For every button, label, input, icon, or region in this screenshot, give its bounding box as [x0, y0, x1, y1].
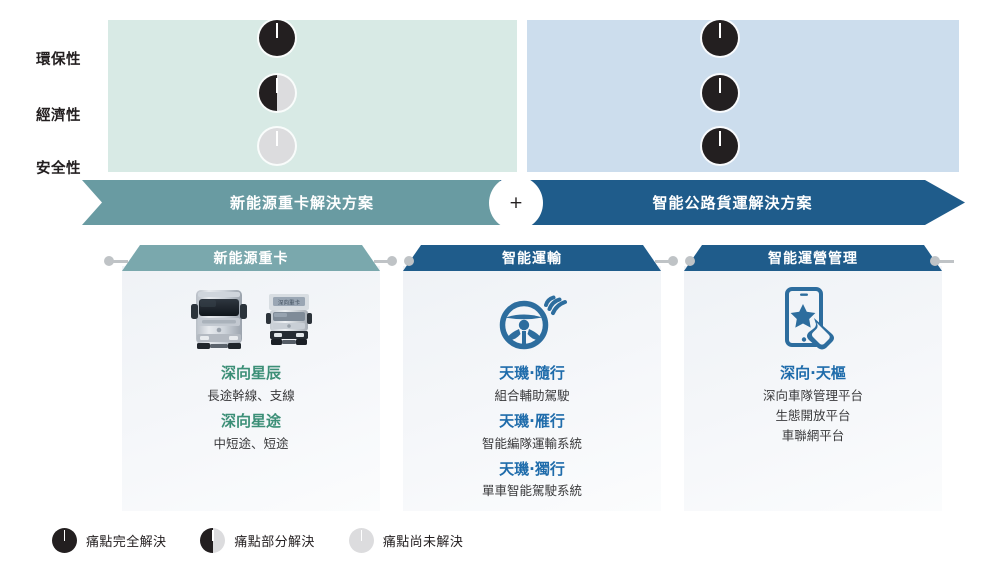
card-header-smart-operations-label: 智能運營管理	[768, 251, 858, 267]
card-header-smart-transport: 智能運輸	[403, 245, 661, 271]
product-desc-tianji-suixing: 組合輔助駕駛	[494, 387, 570, 403]
product-name-shenxiang-tianshu: 深向·天樞	[780, 364, 846, 382]
product-desc-tianji-yanxing: 智能編隊運輸系統	[481, 435, 582, 451]
product-name-shenxiang-xingchen: 深向星辰	[220, 364, 281, 382]
rating-dot-economic-smart-freight	[702, 75, 738, 111]
smartphone-star-hand-icon	[684, 280, 942, 358]
legend: 痛點完全解決 痛點部分解決 痛點尚未解決	[52, 528, 463, 553]
connector-line-2a	[655, 260, 673, 263]
product-name-tianji-duxing: 天璣·獨行	[499, 459, 565, 478]
criteria-label-environmental: 環保性	[36, 52, 81, 68]
card-new-energy-truck-body: 深向星辰 長途幹線、支線 深向星途 中短途、短途	[122, 358, 380, 454]
legend-label-fully-solved: 痛點完全解決	[86, 535, 167, 550]
connector-line-left-outer	[110, 260, 128, 263]
product-desc-fleet-platform: 深向車隊管理平台	[762, 387, 863, 403]
connector-dot-right-outer	[930, 256, 940, 266]
rating-dot-environmental-smart-freight	[702, 20, 738, 56]
connector-dot-left-outer	[104, 256, 114, 266]
product-name-tianji-yanxing: 天璣·雁行	[499, 411, 565, 430]
criteria-label-economic: 經濟性	[36, 108, 81, 124]
connector-dot-2a	[668, 256, 678, 266]
product-desc-shenxiang-xingchen: 長途幹線、支線	[207, 387, 295, 403]
solution-banner-smart-freight: 智能公路貨運解決方案	[500, 180, 965, 225]
matrix-panel-new-energy	[108, 20, 517, 172]
criteria-label-column: 環保性 經濟性 安全性	[36, 20, 102, 176]
connector-dot-1a	[387, 256, 397, 266]
legend-dot-empty-icon	[348, 528, 374, 553]
legend-dot-full-icon	[52, 528, 77, 553]
card-new-energy-truck: 深向重卡 深向星辰	[122, 266, 380, 511]
rating-dot-safety-new-energy	[259, 128, 295, 164]
rating-dot-safety-smart-freight	[702, 128, 738, 164]
card-header-new-energy-truck: 新能源重卡	[122, 245, 380, 271]
legend-item-unsolved: 痛點尚未解決	[348, 528, 464, 553]
card-smart-transport: 天璣·隨行 組合輔助駕駛 天璣·雁行 智能編隊運輸系統 天璣·獨行 單車智能駕駛…	[403, 266, 661, 511]
solution-banner-new-energy-label: 新能源重卡解決方案	[229, 193, 374, 212]
card-header-new-energy-truck-label: 新能源重卡	[213, 251, 289, 267]
criteria-label-safety: 安全性	[36, 161, 81, 177]
rating-column-new-energy	[259, 0, 319, 164]
plus-combiner-icon: +	[489, 176, 543, 230]
rating-dot-environmental-new-energy	[259, 20, 295, 56]
product-name-tianji-suixing: 天璣·隨行	[499, 364, 565, 382]
card-header-smart-operations: 智能運營管理	[684, 245, 942, 271]
connector-line-right-outer	[936, 260, 954, 263]
connector-dot-1b	[404, 256, 414, 266]
product-name-shenxiang-xingtu: 深向星途	[220, 411, 281, 430]
product-desc-tianji-duxing: 單車智能駕駛系統	[481, 483, 582, 499]
legend-label-partially-solved: 痛點部分解決	[234, 535, 315, 550]
svg-text:深向重卡: 深向重卡	[278, 299, 301, 307]
legend-dot-partial-icon	[200, 528, 226, 553]
solution-banner-new-energy: 新能源重卡解決方案	[82, 180, 522, 225]
product-desc-ecosystem-platform: 生態開放平台	[775, 407, 851, 423]
legend-item-fully-solved: 痛點完全解決	[52, 528, 166, 553]
steering-wheel-signal-icon	[403, 280, 661, 358]
rating-column-smart-freight	[702, 0, 762, 164]
legend-item-partially-solved: 痛點部分解決	[200, 528, 314, 553]
card-smart-operations-body: 深向·天樞 深向車隊管理平台 生態開放平台 車聯網平台	[684, 358, 942, 446]
connector-dot-2b	[685, 256, 695, 266]
rating-dot-economic-new-energy	[259, 75, 295, 111]
card-smart-operations: 深向·天樞 深向車隊管理平台 生態開放平台 車聯網平台	[684, 266, 942, 511]
matrix-panel-smart-freight	[527, 20, 959, 172]
connector-line-1a	[374, 260, 392, 263]
product-desc-shenxiang-xingtu: 中短途、短途	[213, 435, 289, 451]
card-header-smart-transport-label: 智能運輸	[502, 251, 562, 267]
legend-label-unsolved: 痛點尚未解決	[382, 535, 464, 550]
two-trucks-front-view-icon: 深向重卡	[122, 280, 380, 358]
product-desc-iov-platform: 車聯網平台	[781, 427, 845, 443]
solution-banner-smart-freight-label: 智能公路貨運解決方案	[652, 193, 813, 212]
card-smart-transport-body: 天璣·隨行 組合輔助駕駛 天璣·雁行 智能編隊運輸系統 天璣·獨行 單車智能駕駛…	[403, 358, 661, 501]
